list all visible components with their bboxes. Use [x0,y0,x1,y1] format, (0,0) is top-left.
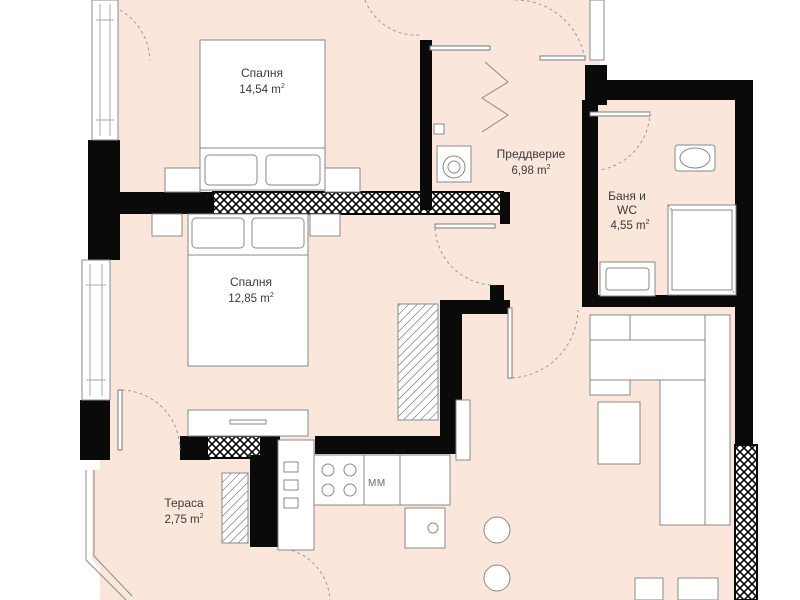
bath-top-wall [585,80,753,100]
room-name-bathroom-line2: WC [617,203,637,217]
closet-folding-door [433,61,509,135]
right-hatched-wall [734,444,758,600]
terrace-wall-vertical [250,455,278,547]
label-bathroom: Баня и WC 4,55 m2 [608,189,650,232]
label-hallway: Преддверие 6,98 m2 [497,147,566,177]
bed-bedroom2 [151,213,341,437]
door-bedroom2 [434,223,496,286]
doors [117,0,651,600]
sofa [589,314,731,600]
left-wall-lower [80,400,110,460]
bedroom-divider-wall [115,192,215,214]
washing-machine [436,145,472,183]
sink-bath [599,261,656,297]
room-area-bedroom1: 14,54 m2 [239,83,285,96]
room-name-bedroom2: Спалня [230,275,272,289]
terrace-hatched-wall [206,435,268,459]
kitchen-partition-stub [490,285,504,305]
hatched-partition-wall [212,191,504,215]
label-bedroom1: Спалня 14,54 m2 [239,66,285,96]
room-name-hallway: Преддверие [497,147,566,161]
door-bedroom1 [119,9,151,61]
room-area-bathroom: 4,55 m2 [610,219,649,232]
bath-right-wall [735,80,753,310]
label-bedroom2: Спалня 12,85 m2 [228,275,274,305]
hallway-stub-wall [500,192,510,224]
door-bathroom [589,111,651,171]
terrace-wall-joint [260,436,280,456]
window-bedroom2 [81,259,111,401]
room-area-terrace: 2,75 m2 [164,513,203,526]
terrace-planter [221,472,249,544]
kitchen-bottom-wall [315,436,462,454]
kitchen-counter [277,439,451,551]
window-top-right [589,0,605,61]
door-top [364,0,586,61]
door-terrace [117,389,181,451]
bed-bedroom1 [164,39,361,193]
right-wall-mid [735,305,753,445]
room-name-bedroom1: Спалня [241,66,283,80]
hallway-closet-wall [420,40,432,210]
left-wall-upper [88,140,120,260]
toilet [674,144,716,172]
window-terrace [85,470,133,600]
door-kitchen [507,307,579,379]
terrace-wall-left [180,436,210,460]
label-terrace: Тераса 2,75 m2 [164,496,204,526]
shower [667,204,737,296]
bath-bottom-wall [582,295,753,307]
room-name-terrace: Тераса [164,496,204,510]
room-area-hallway: 6,98 m2 [511,164,550,177]
room-name-bathroom-line1: Баня и [608,189,646,203]
windows [81,0,605,600]
walls [80,40,758,600]
dining-set [455,399,511,592]
wardrobe [397,303,439,421]
room-area-bedroom2: 12,85 m2 [228,292,274,305]
window-bedroom1 [91,0,119,141]
appliance-label: MM [368,478,386,489]
bath-left-wall [582,100,598,305]
